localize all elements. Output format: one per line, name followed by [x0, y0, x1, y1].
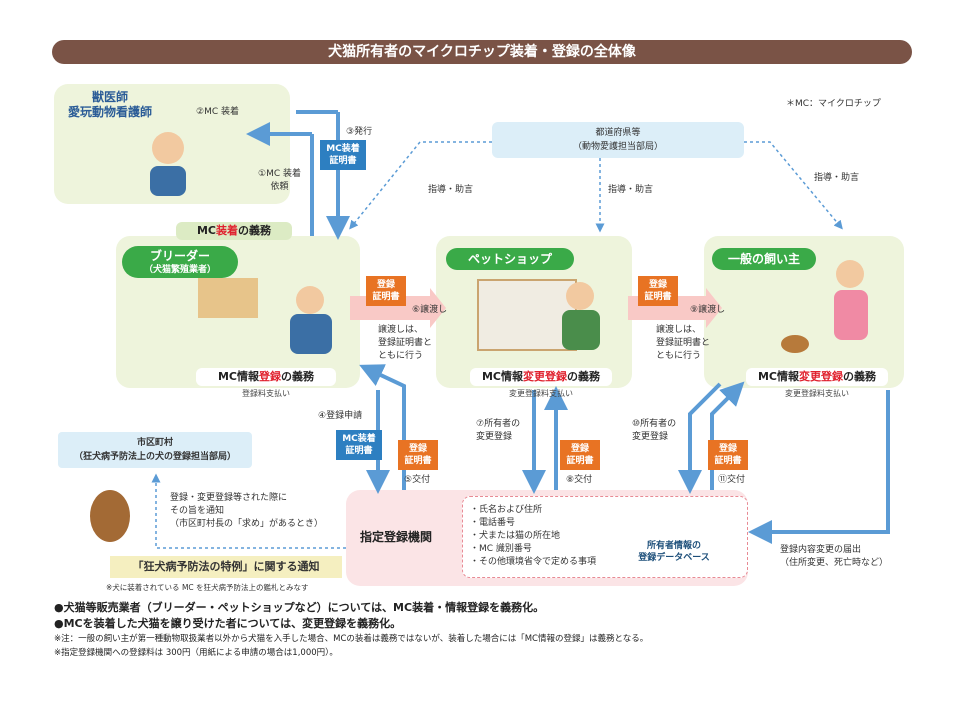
joto6-label: ⑥譲渡し: [412, 305, 448, 315]
summary-notes: ●犬猫等販売業者（ブリーダー・ペットショップなど）については、MC装着・情報登録…: [54, 600, 934, 660]
mc-cert-box-bottom: MC装着証明書: [336, 430, 382, 460]
henkou10-label: ⑩所有者の変更登録: [632, 419, 677, 442]
koufu8-label: ⑧交付: [566, 475, 593, 485]
registry-name: 指定登録機関: [360, 530, 433, 544]
reg-cert-box-2: 登録証明書: [638, 276, 678, 306]
prefecture-box: 都道府県等（動物愛護担当部局）: [492, 122, 744, 158]
registry-item: ・電話番号: [470, 518, 516, 528]
petshop-duty: MC情報変更登録の義務: [470, 368, 612, 386]
registry-item: ・氏名および住所: [470, 505, 543, 515]
koufu11-label: ⑪交付: [718, 475, 746, 485]
koufu5-label: ⑤交付: [404, 475, 431, 485]
mc-cert-box-top: MC装着証明書: [320, 140, 366, 170]
tsuchi-label: 登録・変更登録等された際にその旨を通知（市区町村長の「求め」があるとき）: [170, 493, 324, 529]
breeder-pill: ブリーダー （犬猫繁殖業者）: [122, 246, 238, 278]
irai-label: ①MC 装着依頼: [258, 169, 301, 192]
reg-cert-box-1: 登録証明書: [366, 276, 406, 306]
joto9-label: ⑨譲渡し: [690, 305, 726, 315]
petshop-duty-sub: 変更登録料支払い: [509, 389, 573, 398]
petshop-pill: ペットショップ: [446, 248, 574, 270]
registry-items: ・氏名および住所 ・電話番号 ・犬または猫の所在地 ・MC 識別番号 ・その他環…: [470, 504, 596, 569]
vet-nurse-label: 愛玩動物看護師: [67, 105, 152, 119]
registry-item: ・MC 識別番号: [470, 544, 532, 554]
henkou7-label: ⑦所有者の変更登録: [476, 419, 521, 442]
todoke-label: 登録内容変更の届出（住所変更、死亡時など）: [780, 545, 889, 568]
reg-cert-box-4: 登録証明書: [560, 440, 600, 470]
bullet-2: ●MCを装着した犬猫を譲り受けた者については、変更登録を義務化。: [54, 617, 402, 630]
shidou-label-1: 指導・助言: [428, 185, 474, 195]
page-title: 犬猫所有者のマイクロチップ装着・登録の全体像: [52, 40, 912, 64]
shinsei4-label: ④登録申請: [318, 411, 363, 421]
bullet-1: ●犬猫等販売業者（ブリーダー・ペットショップなど）については、MC装着・情報登録…: [54, 601, 545, 614]
note-2: ※指定登録機関への登録料は 300円（用紙による申請の場合は1,000円）。: [54, 648, 338, 658]
database-label: 所有者情報の登録データベース: [638, 541, 710, 563]
owner-duty: MC情報変更登録の義務: [746, 368, 888, 386]
tokurei-note: ※犬に装着されている MC を狂犬病予防法上の鑑札とみなす: [106, 583, 309, 592]
shidou-label-2: 指導・助言: [608, 185, 654, 195]
vet-label: 獣医師: [91, 90, 128, 104]
registry-item: ・犬または猫の所在地: [470, 531, 561, 541]
mc-soutyaku-duty: MC装着の義務: [176, 222, 292, 240]
breeder-duty-sub: 登録料支払い: [242, 389, 290, 398]
registry-items-box: [462, 496, 748, 578]
shidou-label-3: 指導・助言: [814, 173, 860, 183]
city-box: 市区町村（狂犬病予防法上の犬の登録担当部局）: [58, 432, 252, 468]
joto-note-2: 譲渡しは、登録証明書とともに行う: [656, 325, 711, 361]
reg-cert-box-3: 登録証明書: [398, 440, 438, 470]
reg-cert-box-5: 登録証明書: [708, 440, 748, 470]
joto-note-1: 譲渡しは、登録証明書とともに行う: [378, 325, 433, 361]
mc-note: ＊MC：マイクロチップ: [786, 99, 881, 109]
note-1: ※注：一般の飼い主が第一種動物取扱業者以外から犬猫を入手した場合、MCの装着は義…: [54, 634, 649, 644]
tokurei-box: 「狂犬病予防法の特例」に関する通知: [110, 556, 342, 578]
hakkou-label: ③発行: [346, 127, 373, 137]
owner-pill: 一般の飼い主: [712, 248, 816, 270]
breeder-duty: MC情報登録の義務: [196, 368, 336, 386]
owner-duty-sub: 変更登録料支払い: [785, 389, 849, 398]
mc-soutyaku-label: ②MC 装着: [196, 107, 239, 117]
registry-item: ・その他環境省令で定める事項: [470, 557, 597, 567]
